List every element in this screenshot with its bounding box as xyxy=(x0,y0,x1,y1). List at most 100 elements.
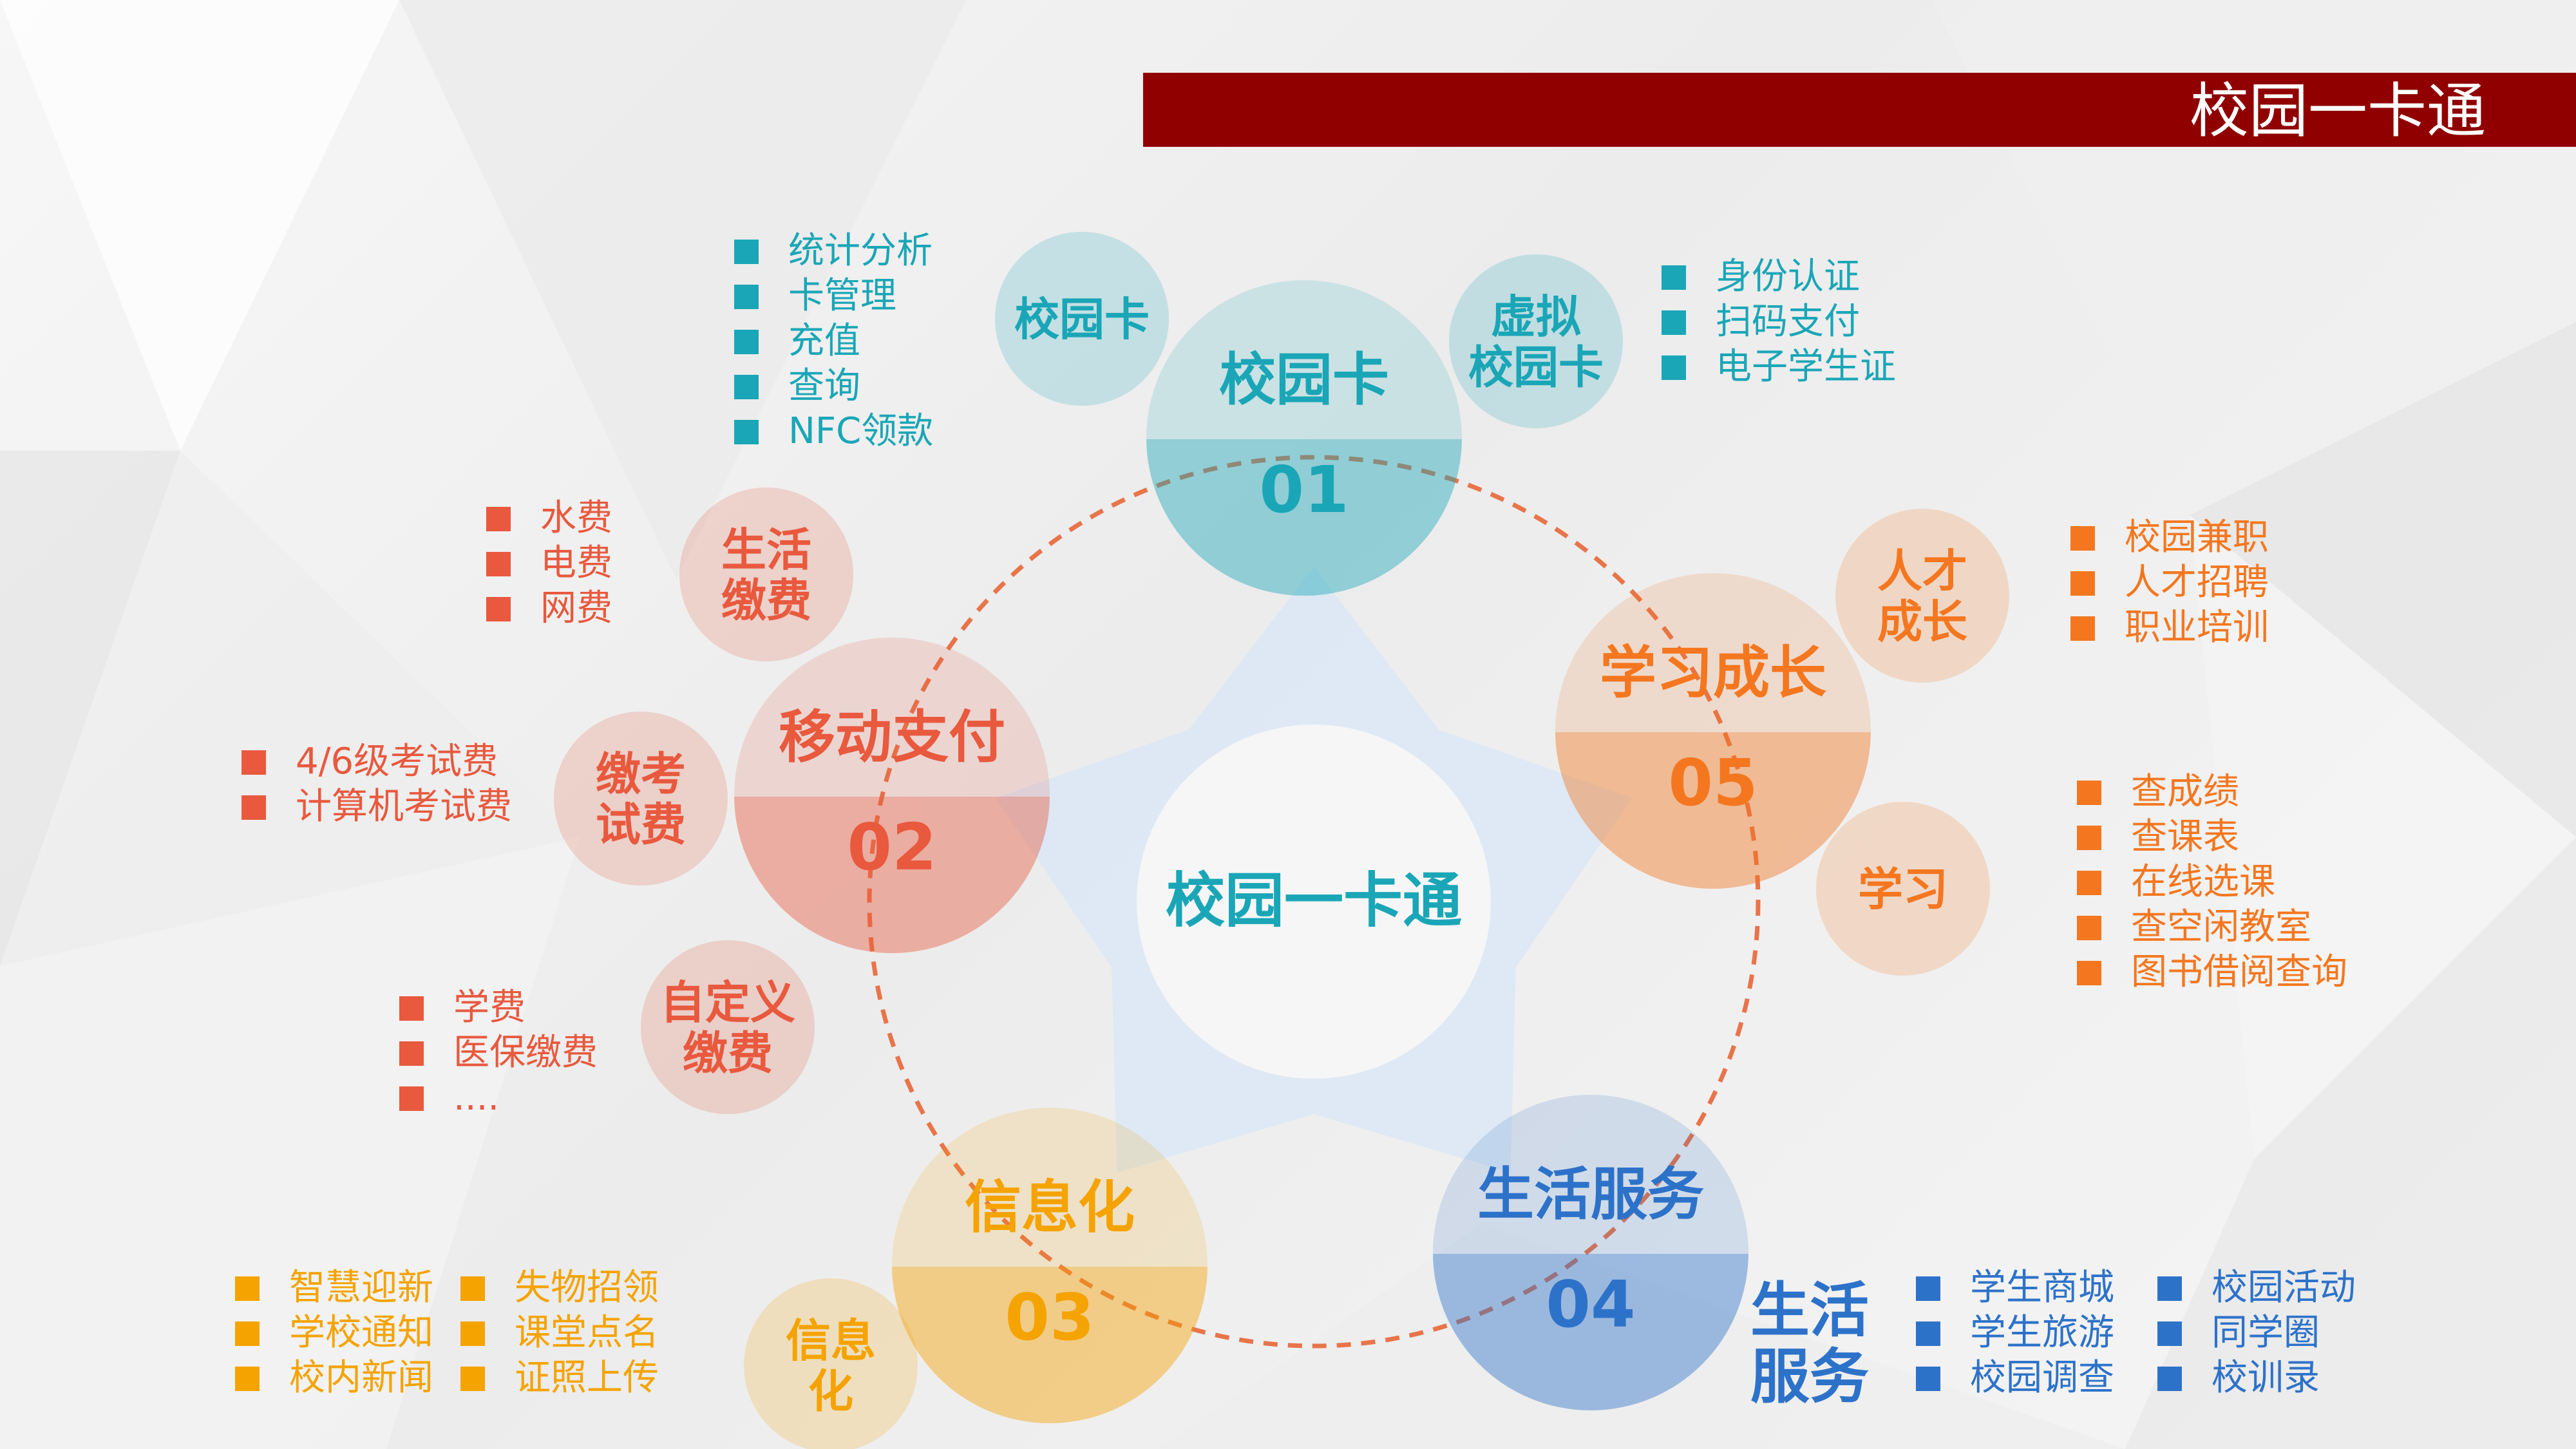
satellite-circle xyxy=(641,940,815,1114)
module-number: 05 xyxy=(1668,745,1757,820)
satellite-circle xyxy=(1816,802,1990,976)
satellite-circle xyxy=(554,712,728,886)
satellite-life-service-1: 生活服务 xyxy=(1750,1276,1869,1412)
satellite-label: 缴费 xyxy=(721,574,811,627)
satellite-label: 学习 xyxy=(1858,863,1948,916)
list-talent-growth: 校园兼职 人才招聘 职业培训 xyxy=(2070,515,2269,650)
list-item: 职业培训 xyxy=(2070,605,2269,650)
satellite-circle xyxy=(1835,509,2009,683)
satellite-circle xyxy=(744,1278,918,1449)
orbit-ring xyxy=(867,455,1761,1349)
satellite-campus-card-1: 校园卡 xyxy=(995,232,1169,406)
list-item: 充值 xyxy=(734,319,933,364)
list-item: 卡管理 xyxy=(734,274,933,319)
satellite-label: 化 xyxy=(808,1365,853,1417)
satellite-informatization-1: 信息化 xyxy=(744,1278,918,1449)
list-item: 校内新闻 xyxy=(235,1356,433,1401)
list-item: 计算机考试费 xyxy=(242,784,512,829)
module-title: 校园卡 xyxy=(1219,346,1389,413)
module-title: 生活服务 xyxy=(1477,1161,1704,1227)
list-item: 证照上传 xyxy=(460,1356,659,1401)
list-item: 查课表 xyxy=(2077,815,2347,860)
list-item: 电费 xyxy=(486,541,612,586)
list-item: 人才招聘 xyxy=(2070,560,2269,605)
list-item: 统计分析 xyxy=(734,229,933,274)
list-item: 查询 xyxy=(734,364,933,409)
list-item: 学生商城 xyxy=(1916,1265,2114,1311)
node-layer: 校园卡01校园卡虚拟校园卡移动支付02生活缴费缴考试费自定义缴费信息化03信息化… xyxy=(554,232,2009,1449)
module-circle xyxy=(1433,1095,1748,1410)
list-item: 网费 xyxy=(486,586,612,631)
satellite-circle xyxy=(1449,254,1623,428)
list-life-left: 学生商城 学生旅游 校园调查 xyxy=(1916,1265,2114,1401)
list-virtual-card: 身份认证 扫码支付 电子学生证 xyxy=(1662,254,1896,390)
module-informatization: 信息化 03 xyxy=(892,1108,1208,1423)
list-item: 失物招领 xyxy=(460,1265,659,1311)
list-item: 同学圈 xyxy=(2157,1311,2356,1356)
list-item: 学校通知 xyxy=(235,1311,433,1356)
list-custom-fees: 学费 医保缴费 .... xyxy=(399,985,598,1121)
module-title: 移动支付 xyxy=(779,704,1005,770)
satellite-label: 成长 xyxy=(1877,595,1967,648)
list-item: 扫码支付 xyxy=(1662,299,1896,345)
module-circle xyxy=(892,1108,1208,1423)
list-item: 课堂点名 xyxy=(460,1311,659,1356)
satellite-label: 生活 xyxy=(1750,1276,1869,1345)
module-mobile-pay: 移动支付 02 xyxy=(734,638,1050,953)
list-item: NFC领款 xyxy=(734,409,933,454)
satellite-label: 自定义 xyxy=(660,976,795,1029)
satellite-label: 试费 xyxy=(596,798,686,851)
module-life-service: 生活服务 04 xyxy=(1433,1095,1748,1410)
list-item: 查成绩 xyxy=(2077,770,2347,815)
module-title: 信息化 xyxy=(965,1174,1135,1240)
list-item: 在线选课 xyxy=(2077,860,2347,905)
list-item: 学生旅游 xyxy=(1916,1311,2114,1356)
list-exam-fees: 4/6级考试费 计算机考试费 xyxy=(242,739,512,829)
satellite-label: 服务 xyxy=(1750,1343,1869,1412)
satellite-label: 缴费 xyxy=(683,1027,773,1079)
satellite-label: 校园卡 xyxy=(1468,341,1604,393)
satellite-label: 人才 xyxy=(1877,545,1967,598)
connector-layer xyxy=(867,455,1761,1349)
list-item: 身份认证 xyxy=(1662,254,1896,299)
satellite-circle xyxy=(995,232,1169,406)
module-circle xyxy=(1146,280,1462,596)
list-info-right: 失物招领 课堂点名 证照上传 xyxy=(460,1265,659,1401)
satellite-label: 缴考 xyxy=(596,748,686,800)
list-item: 学费 xyxy=(399,985,598,1030)
module-number: 01 xyxy=(1259,452,1349,527)
satellite-label: 虚拟 xyxy=(1491,290,1581,343)
center-label: 校园一卡通 xyxy=(1166,866,1462,935)
list-life-right: 校园活动 同学圈 校训录 xyxy=(2157,1265,2356,1401)
center-layer: 校园一卡通 xyxy=(1137,724,1491,1079)
satellite-label: 校园卡 xyxy=(1014,293,1150,346)
list-item: 医保缴费 xyxy=(399,1030,598,1075)
module-number: 04 xyxy=(1546,1267,1635,1342)
list-item: 校园活动 xyxy=(2157,1265,2356,1311)
list-campus-card-admin: 统计分析 卡管理 充值 查询 NFC领款 xyxy=(734,229,933,454)
list-item: 校训录 xyxy=(2157,1356,2356,1401)
module-campus-card: 校园卡 01 xyxy=(1146,280,1462,596)
list-item: 智慧迎新 xyxy=(235,1265,433,1311)
satellite-label: 信息 xyxy=(786,1314,876,1367)
title-banner: 校园一卡通 xyxy=(1143,73,2576,147)
list-study: 查成绩 查课表 在线选课 查空闲教室 图书借阅查询 xyxy=(2077,770,2347,995)
module-number: 02 xyxy=(847,810,936,885)
list-item: .... xyxy=(399,1075,598,1121)
module-number: 03 xyxy=(1005,1280,1094,1355)
list-item: 4/6级考试费 xyxy=(242,739,512,784)
satellite-study-growth-2: 学习 xyxy=(1816,802,1990,976)
module-circle xyxy=(734,638,1050,953)
list-item: 水费 xyxy=(486,496,612,541)
banner-title: 校园一卡通 xyxy=(2189,77,2486,146)
list-item: 电子学生证 xyxy=(1662,345,1896,390)
list-info-left: 智慧迎新 学校通知 校内新闻 xyxy=(235,1265,433,1401)
